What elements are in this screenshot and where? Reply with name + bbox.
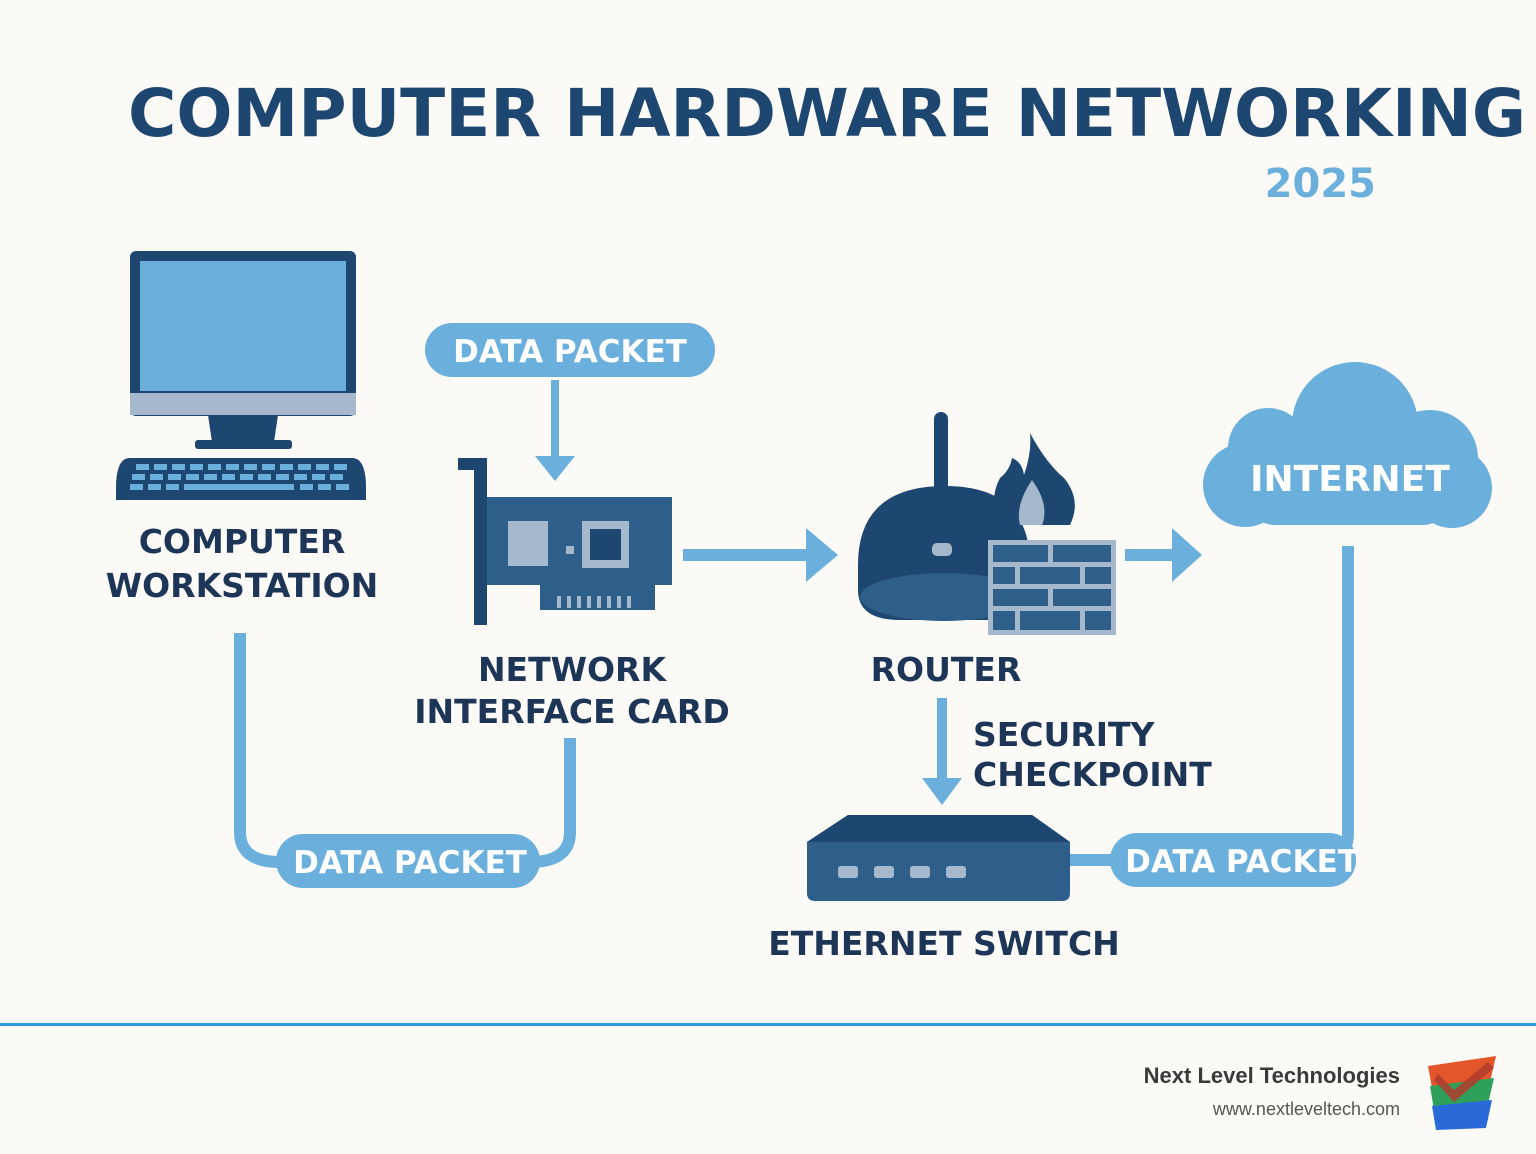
nic-label-line1: NETWORK [478,650,668,689]
nic-label-line2: INTERFACE CARD [414,692,729,731]
arrows [535,380,1202,805]
data-packet-top: DATA PACKET [425,323,715,377]
workstation-label-line2: WORKSTATION [106,566,379,605]
company-website[interactable]: www.nextleveltech.com [1212,1099,1400,1119]
company-name: Next Level Technologies [1143,1063,1400,1088]
data-packet-top-label: DATA PACKET [453,334,687,370]
data-packet-bottom-left: DATA PACKET [276,834,540,888]
arrow-nic-to-router [683,528,838,582]
arrow-router-to-switch [922,698,962,805]
page-title: COMPUTER HARDWARE NETWORKING [128,75,1526,152]
connectors [234,546,1354,868]
network-card-icon [458,458,672,625]
footer-divider [0,1023,1536,1026]
arrow-router-to-internet [1125,528,1202,582]
router-label: ROUTER [871,650,1022,689]
connector-workstation-packet [234,633,281,868]
computer-workstation-icon [116,251,366,500]
security-label-line1: SECURITY [973,715,1156,754]
data-packet-bottom-right: DATA PACKET [1110,833,1359,887]
security-label-line2: CHECKPOINT [973,755,1212,794]
router-icon [858,412,1030,621]
firewall-icon [988,433,1116,635]
internet-label: INTERNET [1250,459,1450,500]
ethernet-switch-icon [807,815,1070,901]
data-packet-bottom-right-label: DATA PACKET [1125,844,1359,880]
data-packet-bottom-left-label: DATA PACKET [293,845,527,881]
connector-nic-packet [529,738,576,868]
workstation-label-line1: COMPUTER [139,522,346,561]
internet-cloud-icon [1203,362,1492,528]
switch-label: ETHERNET SWITCH [768,924,1120,963]
connector-internet-packet [1319,546,1354,868]
company-logo-icon [1428,1056,1496,1130]
arrow-packet-to-nic [535,380,575,481]
year-label: 2025 [1265,161,1376,207]
